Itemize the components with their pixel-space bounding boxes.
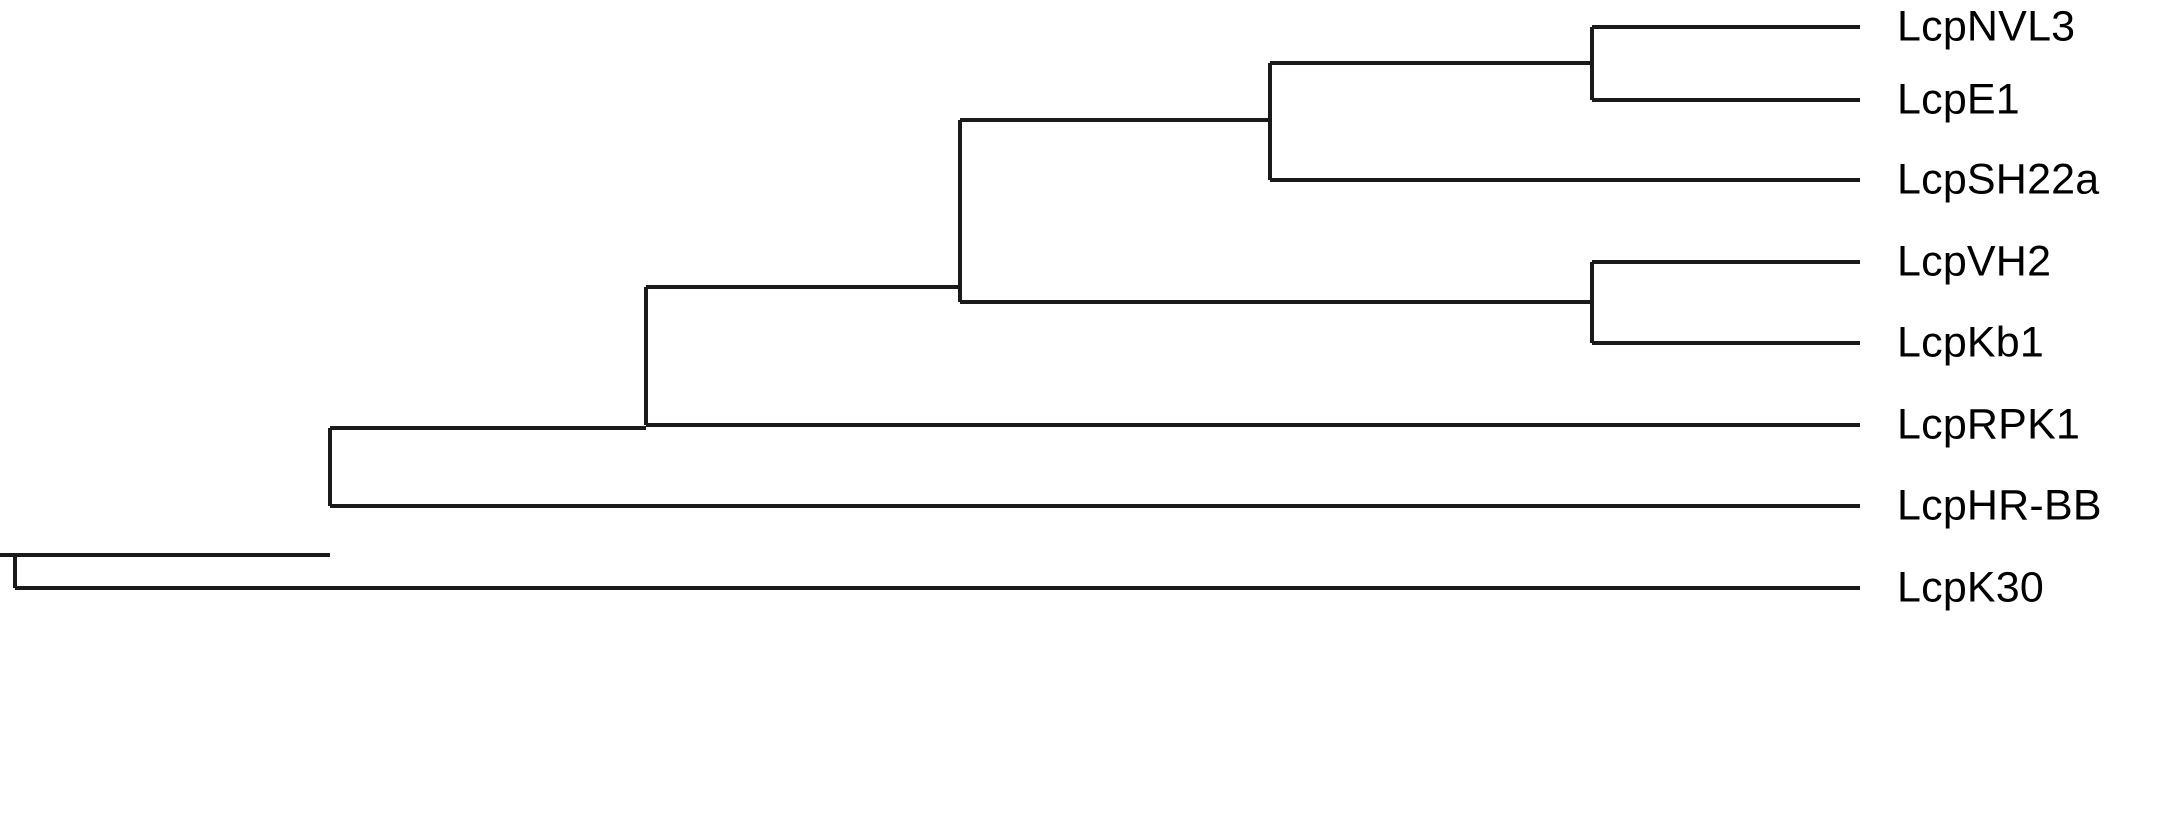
tip-label-lcpe1: LcpE1 xyxy=(1897,75,2020,124)
tip-label-lcprpk1: LcpRPK1 xyxy=(1897,400,2081,449)
tip-label-lcpnvl3: LcpNVL3 xyxy=(1897,2,2076,51)
tip-label-lcpvh2: LcpVH2 xyxy=(1897,237,2052,286)
tip-label-lcpsh22a: LcpSH22a xyxy=(1897,155,2100,204)
tip-label-lcpkb1: LcpKb1 xyxy=(1897,318,2045,367)
tip-label-lcpk30: LcpK30 xyxy=(1897,563,2045,612)
tip-label-lcphr-bb: LcpHR-BB xyxy=(1897,481,2102,530)
